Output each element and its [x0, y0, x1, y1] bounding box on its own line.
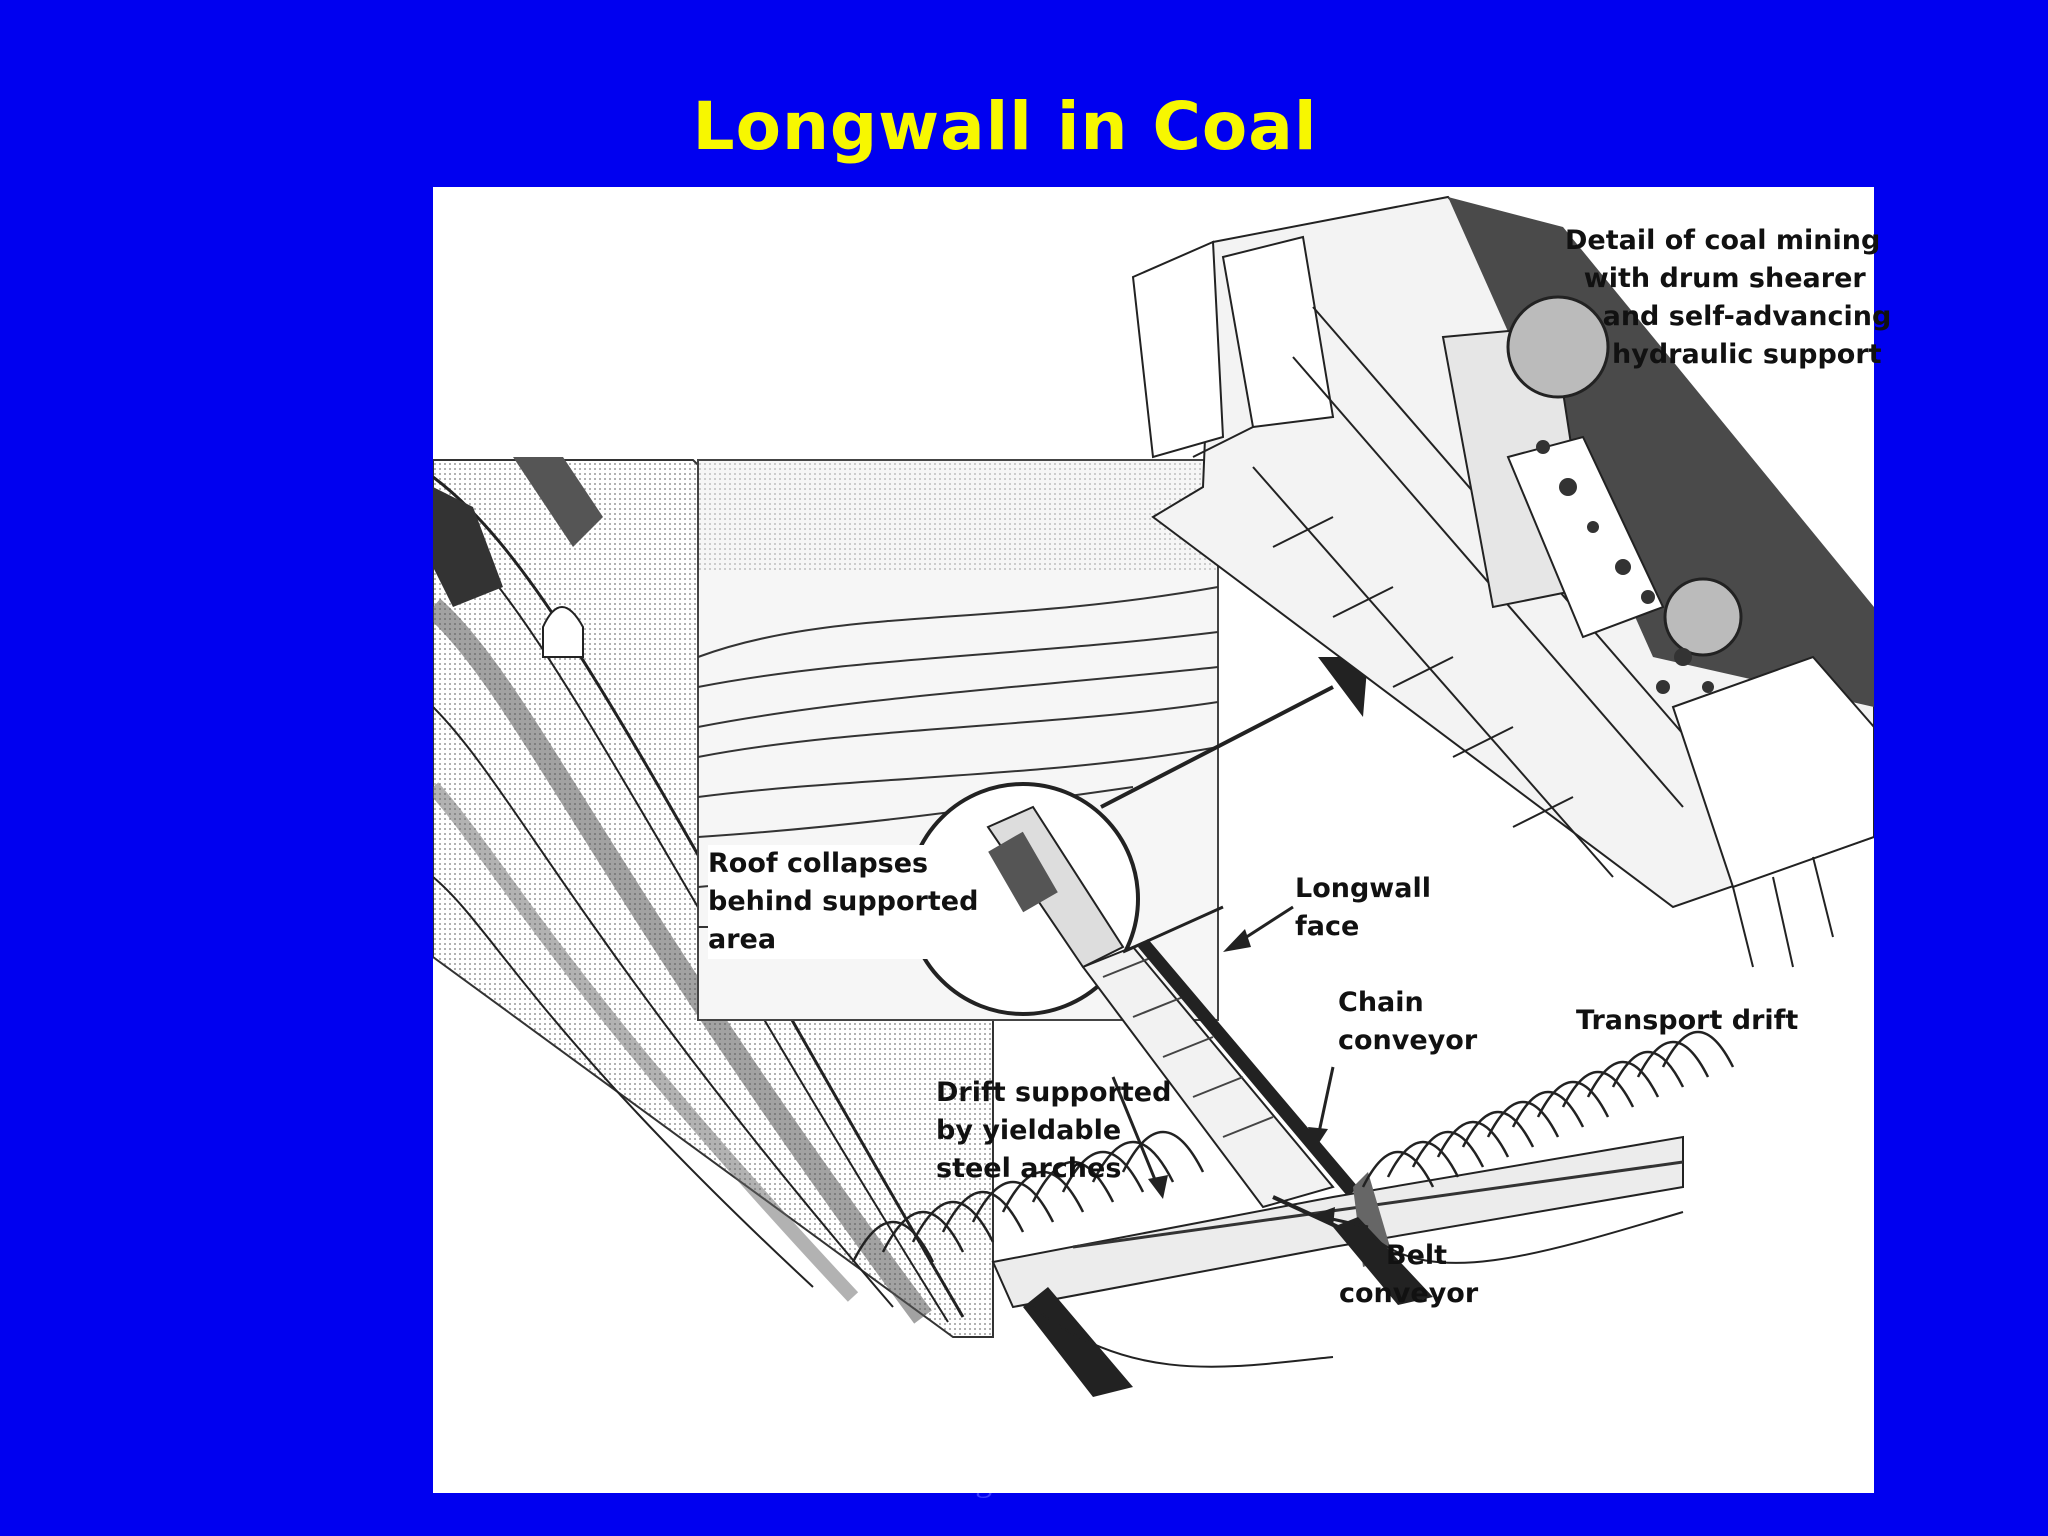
left-drift-arches [851, 1130, 1205, 1263]
ground-wedges [1023, 1211, 1684, 1397]
slide-title: Longwall in Coal [692, 88, 1318, 165]
chain-conveyor-label: Chain conveyor [1338, 987, 1478, 1056]
transport-drift-arches [1361, 1030, 1735, 1188]
label-leaders [1111, 905, 1369, 1229]
roof-collapse-label: Roof collapses behind supported area [708, 845, 979, 959]
belt-conveyor-label: Belt conveyor [1339, 1240, 1479, 1309]
longwall-illustration [433, 195, 1874, 1397]
longwall-face-label: Longwall face [1295, 873, 1431, 942]
shearer-detail-block [1131, 195, 1874, 968]
detail-label: Detail of coal mining with drum shearer … [1565, 225, 1892, 370]
longwall-face [1081, 905, 1358, 1209]
transport-drift-label: Transport drift [1576, 1005, 1799, 1036]
drift-supported-label: Drift supported by yieldable steel arche… [936, 1077, 1172, 1184]
longwall-diagram: Detail of coal mining with drum shearer … [433, 187, 1891, 1493]
